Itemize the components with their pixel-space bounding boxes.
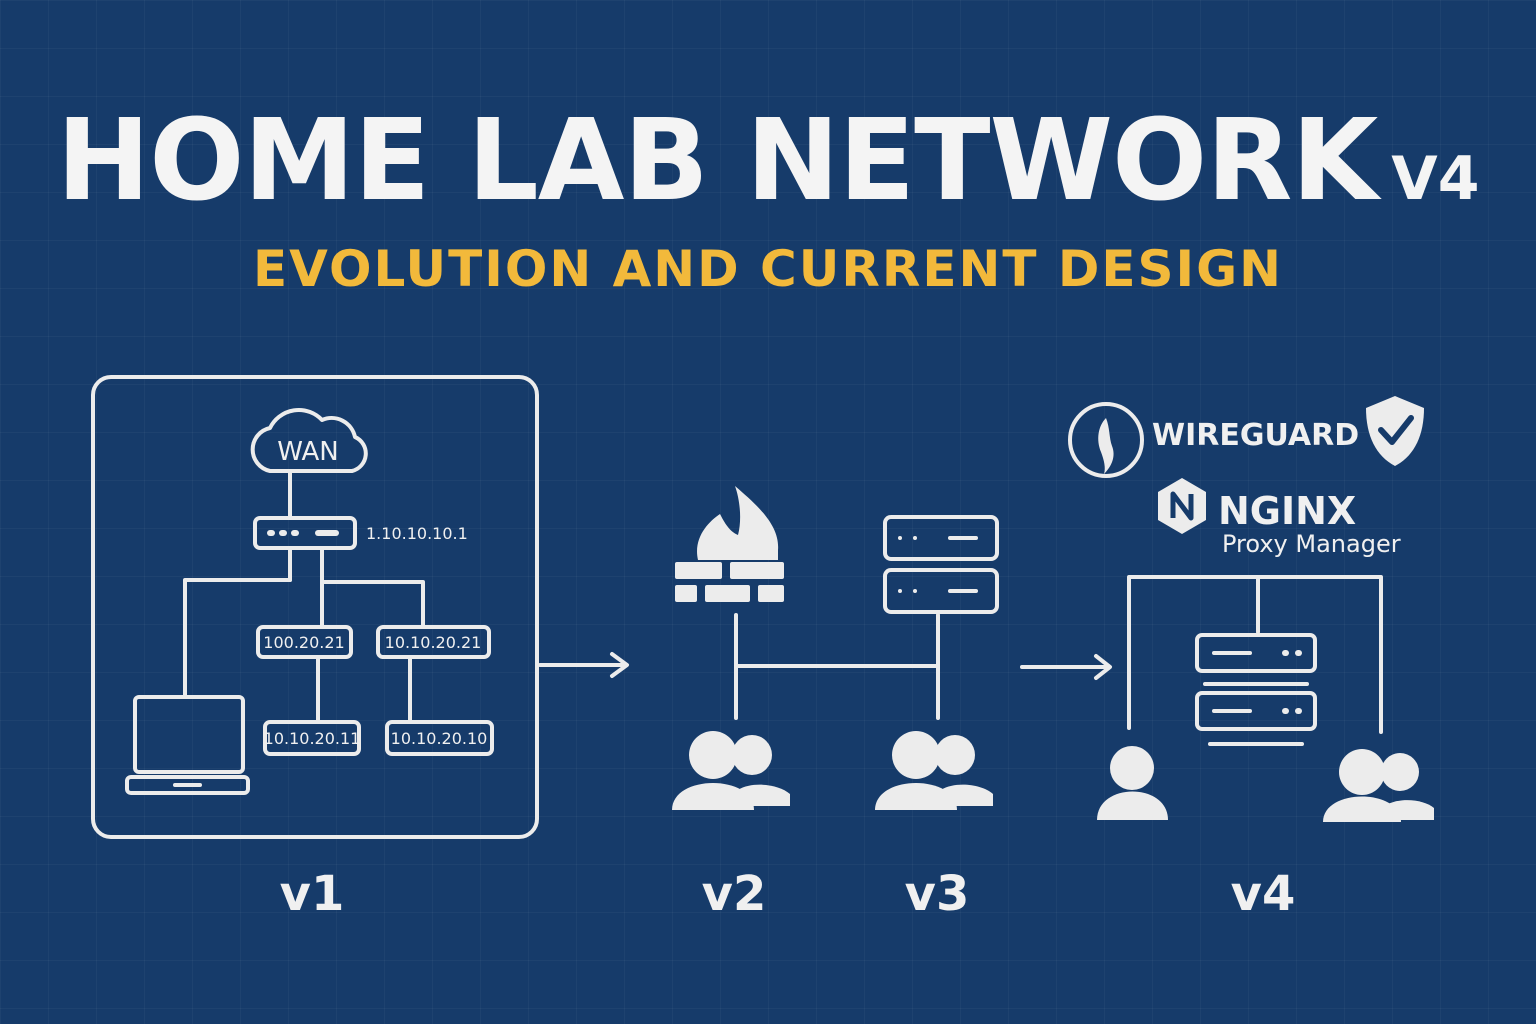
title-main: HOME LAB NETWORK	[56, 96, 1379, 226]
ip-label-3: 10.10.20.11	[264, 729, 361, 748]
users-icon-v4	[1323, 749, 1434, 822]
ip-label-2: 10.10.20.21	[385, 633, 482, 652]
router-ip-label: 1.10.10.10.1	[366, 524, 468, 543]
version-label-v1: v1	[280, 866, 345, 922]
v1-panel	[91, 375, 539, 839]
version-label-v2: v2	[702, 866, 767, 922]
page-subtitle: EVOLUTION AND CURRENT DESIGN	[252, 240, 1284, 298]
laptop-icon	[125, 695, 250, 795]
wireguard-brand-text: WIREGUARD	[1152, 418, 1359, 453]
version-label-v4: v4	[1231, 866, 1296, 922]
wireguard-logo-ring	[1068, 402, 1144, 478]
server-stack-icon-v4	[1195, 633, 1317, 746]
shield-check-icon	[1366, 396, 1424, 466]
users-icon-v3	[875, 731, 993, 810]
nginx-brand-text: NGINX	[1218, 489, 1356, 533]
version-label-v3: v3	[905, 866, 970, 922]
user-icon-v4	[1097, 746, 1168, 820]
users-icon-v2	[672, 731, 790, 810]
ip-label-1: 100.20.21	[263, 633, 344, 652]
v4-bus-line	[1127, 575, 1383, 734]
firewall-icon	[675, 486, 784, 602]
ip-box-4	[385, 720, 494, 756]
ip-box-2	[376, 625, 491, 659]
server-icon-v3	[883, 515, 999, 614]
ip-label-4: 10.10.20.10	[391, 729, 488, 748]
router-icon	[253, 516, 357, 550]
wireguard-logo-mark	[1098, 418, 1114, 474]
ip-box-3	[263, 720, 361, 756]
wan-label: WAN	[277, 437, 339, 467]
nginx-subtitle-text: Proxy Manager	[1222, 530, 1401, 558]
ip-box-1	[256, 625, 353, 659]
wan-cloud-icon	[250, 408, 368, 473]
title-version: V4	[1391, 144, 1480, 214]
